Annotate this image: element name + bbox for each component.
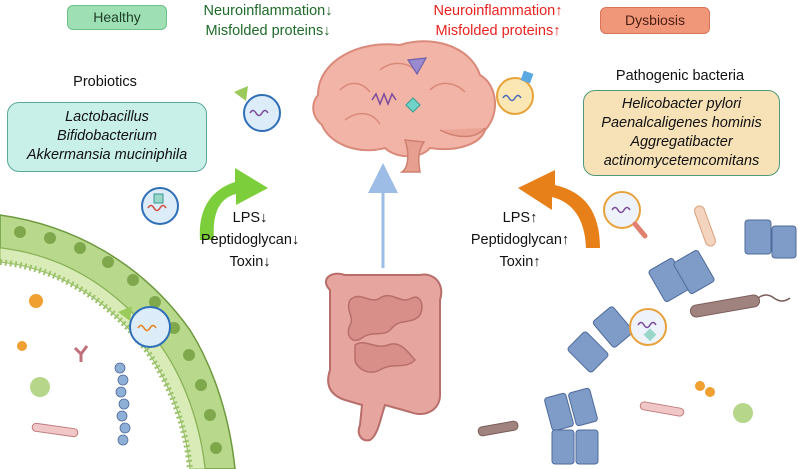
- probiotic-microbe-icons: [17, 86, 281, 446]
- pathogen-species-box: Helicobacter pylori Paenalcaligenes homi…: [583, 90, 780, 176]
- healthy-toxin-text: Toxin↓: [229, 254, 271, 270]
- pathogen-species-4: actinomycetemcomitans: [603, 153, 760, 169]
- probiotic-species-2: Bifidobacterium: [57, 128, 157, 144]
- healthy-epithelium-illustration: [0, 214, 236, 469]
- dysbiosis-toxin-text: Toxin↑: [499, 254, 541, 270]
- probiotic-species-1: Lactobacillus: [65, 109, 149, 125]
- healthy-peptidoglycan-text: Peptidoglycan↓: [200, 232, 300, 248]
- gut-illustration: [325, 272, 443, 442]
- probiotics-label: Probiotics: [73, 74, 137, 90]
- healthy-arrow: [199, 168, 268, 240]
- dysbiosis-arrow: [518, 170, 600, 248]
- dysbiosis-neuroinflammation-text: Neuroinflammation↑: [433, 3, 563, 19]
- dysbiosis-badge: Dysbiosis: [600, 7, 710, 34]
- pathogen-microbe-icons: [477, 70, 791, 437]
- pathogen-species-1: Helicobacter pylori: [621, 96, 742, 112]
- dysbiosis-epithelium-illustration: [544, 219, 797, 465]
- brain-illustration: [312, 40, 497, 173]
- healthy-misfolded-proteins-text: Misfolded proteins↓: [205, 23, 331, 39]
- probiotics-species-box: Lactobacillus Bifidobacterium Akkermansi…: [7, 102, 207, 172]
- dysbiosis-peptidoglycan-text: Peptidoglycan↑: [470, 232, 570, 248]
- probiotic-species-3: Akkermansia muciniphila: [26, 147, 188, 163]
- pathogen-species-2: Paenalcaligenes hominis: [601, 115, 762, 131]
- healthy-badge: Healthy: [67, 5, 167, 30]
- healthy-lps-text: LPS↓: [232, 210, 268, 226]
- healthy-neuroinflammation-text: Neuroinflammation↓: [203, 3, 333, 19]
- dysbiosis-lps-text: LPS↑: [502, 210, 538, 226]
- pathogen-species-3: Aggregatibacter: [630, 134, 733, 150]
- pathogenic-bacteria-label: Pathogenic bacteria: [615, 68, 745, 84]
- dysbiosis-misfolded-proteins-text: Misfolded proteins↑: [435, 23, 561, 39]
